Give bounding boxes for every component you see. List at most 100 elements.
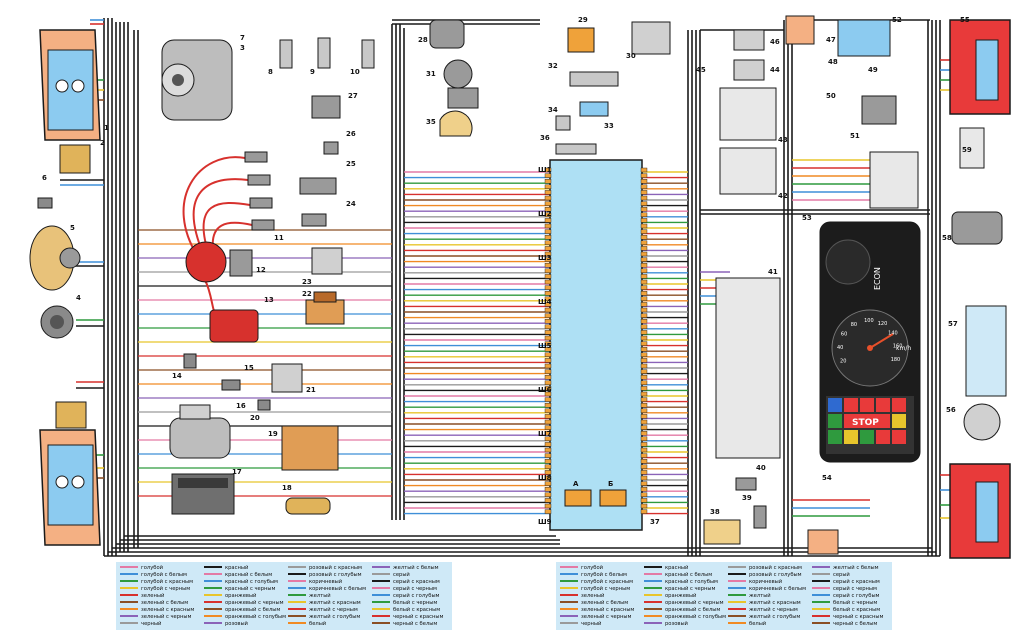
callout-34: 34 xyxy=(548,106,558,114)
component-18 xyxy=(285,497,331,515)
callout-12: 12 xyxy=(256,266,266,274)
legend-label: голубой xyxy=(141,564,163,571)
callout-3: 3 xyxy=(240,44,245,52)
horn xyxy=(40,305,74,339)
callout-41: 41 xyxy=(768,268,778,276)
legend-label: белый с черным xyxy=(393,599,437,606)
legend-label: желтый с красным xyxy=(309,599,361,606)
legend-label: белый xyxy=(309,620,326,627)
callout-4: 4 xyxy=(76,294,81,302)
legend-label: коричневый xyxy=(309,578,342,585)
callout-48: 48 xyxy=(828,58,838,66)
legend-label: серый с черным xyxy=(393,585,437,592)
legend-label: оранжевый с белым xyxy=(225,606,280,613)
callout-51: 51 xyxy=(850,132,860,140)
legend-label: оранжевый с черным xyxy=(665,599,724,606)
wire-harness xyxy=(60,18,955,557)
module-30 xyxy=(631,21,671,55)
fuse-block xyxy=(544,159,648,531)
legend-label: оранжевый xyxy=(225,592,256,599)
relay-23 xyxy=(311,247,343,275)
callout-32: 32 xyxy=(548,62,558,70)
legend-label: зеленый xyxy=(581,592,604,599)
speed-tick-label: 80 xyxy=(851,322,857,328)
legend-label: коричневый xyxy=(749,578,782,585)
fuse-connector-label: Ш1 xyxy=(538,166,552,174)
callout-46: 46 xyxy=(770,38,780,46)
legend-label: серый с красным xyxy=(393,578,440,585)
legend-label: красный xyxy=(665,564,688,571)
legend-label: оранжевый с голубым xyxy=(665,613,726,620)
speed-tick-label: 160 xyxy=(893,343,903,349)
speed-tick-label: 20 xyxy=(840,359,846,365)
legend-label: черный xyxy=(581,620,601,627)
callout-11: 11 xyxy=(274,234,284,242)
legend-label: голубой с красным xyxy=(141,578,193,585)
callout-29: 29 xyxy=(578,16,588,24)
callout-1: 1 xyxy=(104,124,109,132)
connector-b: Б xyxy=(599,480,627,507)
legend-label: голубой с черным xyxy=(141,585,190,592)
switch-44 xyxy=(733,59,765,81)
headlamp-right xyxy=(39,429,101,546)
legend-label: зеленый с белым xyxy=(141,599,188,606)
warning-panel: STOP xyxy=(826,396,914,454)
legend-label: коричневый с белым xyxy=(749,585,806,592)
econ-label: ECON xyxy=(873,267,882,290)
sensor-25 xyxy=(299,177,337,195)
sensor-27 xyxy=(311,95,341,119)
relay-29 xyxy=(567,27,595,53)
cooling-fan xyxy=(29,225,81,291)
switch-46 xyxy=(733,29,765,51)
tachometer xyxy=(825,239,871,285)
component-38 xyxy=(703,519,741,545)
callout-58: 58 xyxy=(942,234,952,242)
side-repeater-bottom xyxy=(55,401,87,429)
component-20 xyxy=(257,399,271,411)
legend-label: голубой с белым xyxy=(581,571,627,578)
legend-label: розовый xyxy=(225,620,248,627)
callout-18: 18 xyxy=(282,484,292,492)
legend-label: красный xyxy=(225,564,248,571)
component-21 xyxy=(271,363,303,393)
callout-20: 20 xyxy=(250,414,260,422)
legend-label: зеленый с белым xyxy=(581,599,628,606)
lamp-47-bottom xyxy=(807,529,839,555)
fuse-connector-label: Ш7 xyxy=(538,430,552,438)
alternator xyxy=(161,39,233,121)
callout-57: 57 xyxy=(948,320,958,328)
callout-5: 5 xyxy=(70,224,75,232)
callout-45: 45 xyxy=(696,66,706,74)
callout-15: 15 xyxy=(244,364,254,372)
callout-53: 53 xyxy=(802,214,812,222)
washer-pumps xyxy=(279,37,375,69)
heater-fan-motor xyxy=(429,19,465,49)
callout-54: 54 xyxy=(822,474,832,482)
legend-label: черный с красным xyxy=(833,613,884,620)
tail-lamp-top xyxy=(949,19,1011,115)
legend-label: желтый с красным xyxy=(749,599,801,606)
callout-25: 25 xyxy=(346,160,356,168)
legend-label: зеленый с черным xyxy=(141,613,192,620)
legend-label: голубой с белым xyxy=(141,571,187,578)
legend-label: красный с белым xyxy=(225,571,272,578)
callout-50: 50 xyxy=(826,92,836,100)
fuse-connector-label: Ш8 xyxy=(538,474,552,482)
legend-label: красный с голубым xyxy=(225,578,278,585)
legend-label: голубой xyxy=(581,564,603,571)
component-19 xyxy=(281,425,339,471)
legend-label: розовый с голубым xyxy=(309,571,362,578)
legend-label: желтый с белым xyxy=(393,564,439,571)
legend-label: желтый с черным xyxy=(309,606,358,613)
legend-label: зеленый с черным xyxy=(581,613,632,620)
sensor-26 xyxy=(323,141,339,155)
legend-label: красный с голубым xyxy=(665,578,718,585)
legend-label: голубой с красным xyxy=(581,578,633,585)
callout-36: 36 xyxy=(540,134,550,142)
callout-23: 23 xyxy=(302,278,312,286)
